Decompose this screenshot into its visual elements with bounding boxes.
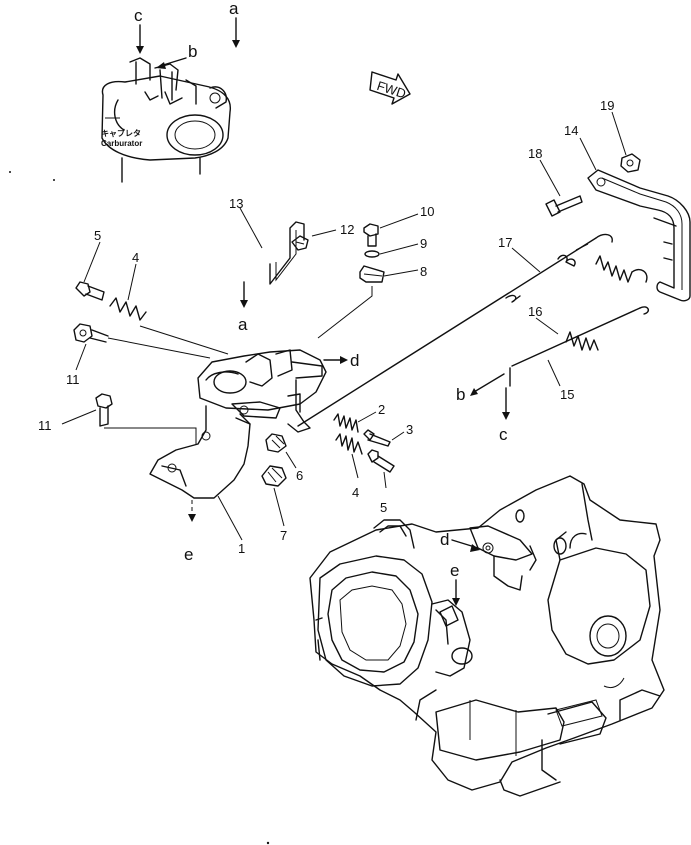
link-rod-13: [269, 221, 305, 285]
rod-16: [509, 306, 650, 387]
bolt-18: [545, 195, 583, 217]
letter-c-mid: c: [499, 425, 508, 444]
letter-a-top: a: [229, 0, 239, 18]
letter-b-mid: b: [456, 385, 465, 404]
leader-11-lower: [104, 427, 197, 444]
part-label-13: 13: [229, 196, 243, 211]
part-label-5-left: 5: [94, 228, 101, 243]
clamp-8: [359, 265, 385, 283]
bolt-5-right: [367, 449, 395, 473]
bolt-11-upper: [73, 323, 109, 343]
governor-rod-17: [297, 233, 613, 427]
carburetor-drawing: [101, 57, 232, 183]
part-label-4-right: 4: [352, 485, 359, 500]
fwd-direction-arrow: [369, 71, 411, 105]
part-label-17: 17: [498, 235, 512, 250]
spring-4-right: [335, 433, 363, 455]
part-label-1: 1: [238, 541, 245, 556]
spring-4-left: [109, 297, 147, 321]
clip-12: [291, 235, 309, 251]
nut-19: [620, 153, 641, 173]
letter-d-right: d: [440, 530, 449, 549]
part-label-6: 6: [296, 468, 303, 483]
part-6: [265, 433, 287, 453]
part-label-16: 16: [528, 304, 542, 319]
part-label-2: 2: [378, 402, 385, 417]
arrow-b-mid: [473, 373, 505, 393]
engine-block: [309, 475, 665, 797]
part-label-8: 8: [420, 264, 427, 279]
part-label-11-upper: 11: [66, 372, 80, 387]
bracket-1: [149, 349, 327, 499]
spring-17: [595, 255, 648, 283]
spring-15: [565, 331, 599, 351]
part-label-15: 15: [560, 387, 574, 402]
screw-3: [363, 429, 391, 447]
part-label-12: 12: [340, 222, 354, 237]
part-label-3: 3: [406, 422, 413, 437]
rod-hook-17: [505, 294, 521, 303]
part-7: [261, 465, 287, 487]
leader-11-upper: [107, 337, 211, 359]
throttle-lever-14: [587, 169, 691, 302]
part-label-10: 10: [420, 204, 434, 219]
washer-9: [364, 250, 380, 258]
bolt-10: [363, 223, 379, 247]
letter-e-right: e: [450, 561, 459, 580]
part-label-14: 14: [564, 123, 578, 138]
spring-2: [333, 413, 359, 433]
letter-c-top: c: [134, 6, 143, 25]
part-label-18: 18: [528, 146, 542, 161]
part-label-19: 19: [600, 98, 614, 113]
bolt-5-left: [75, 281, 105, 301]
part-e-engine: [439, 605, 459, 627]
letter-e-left: e: [184, 545, 193, 564]
letter-a-mid: a: [238, 315, 248, 334]
part-label-5-right: 5: [380, 500, 387, 515]
letter-b-top: b: [188, 42, 197, 61]
part-label-4-left: 4: [132, 250, 139, 265]
part-label-7: 7: [280, 528, 287, 543]
leader-8: [317, 286, 373, 339]
carburetor-label-jp: キャブレタ: [101, 128, 141, 138]
carburetor-label-en: Carburator: [101, 139, 142, 148]
part-label-11-lower: 11: [38, 418, 52, 433]
bolt-11-lower: [95, 393, 113, 427]
part-label-9: 9: [420, 236, 427, 251]
letter-d-left: d: [350, 351, 359, 370]
